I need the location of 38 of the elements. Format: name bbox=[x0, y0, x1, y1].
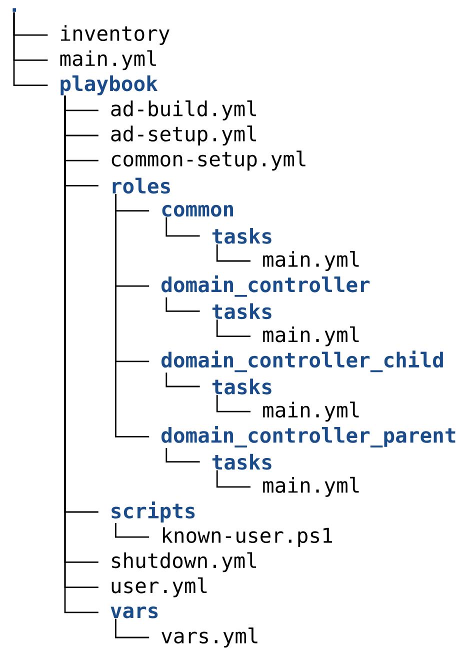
directory-name: tasks bbox=[212, 303, 272, 320]
directory-name: playbook bbox=[60, 75, 158, 96]
file-name: common-setup.yml bbox=[112, 150, 306, 171]
file-name: main.yml bbox=[263, 326, 359, 346]
tree-line bbox=[216, 470, 250, 488]
directory-name: . bbox=[12, 8, 16, 12]
directory-name: common bbox=[162, 204, 234, 217]
tree-line bbox=[115, 194, 150, 438]
directory-name: tasks bbox=[212, 378, 272, 394]
file-name: main.yml bbox=[60, 50, 156, 70]
directory-name: vars bbox=[110, 606, 158, 618]
directory-name: domain_controller_parent bbox=[162, 426, 456, 448]
tree-line bbox=[115, 618, 150, 638]
tree-line bbox=[13, 12, 48, 86]
file-name: shutdown.yml bbox=[112, 552, 256, 572]
directory-name: tasks bbox=[212, 228, 272, 244]
file-name: main.yml bbox=[263, 476, 359, 497]
tree-line bbox=[166, 297, 200, 312]
file-name: ad-build.yml bbox=[111, 100, 256, 120]
file-name: vars.yml bbox=[162, 628, 258, 648]
directory-name: scripts bbox=[112, 502, 195, 522]
directory-name: domain_controller_child bbox=[162, 350, 443, 372]
directory-name: roles bbox=[112, 178, 170, 194]
file-name: inventory bbox=[61, 25, 170, 46]
tree-line bbox=[115, 522, 150, 538]
tree-line bbox=[166, 217, 200, 237]
file-name: ad-setup.yml bbox=[111, 126, 256, 146]
tree-line bbox=[216, 320, 250, 337]
file-name: known-user.ps1 bbox=[162, 527, 332, 548]
directory-name: domain_controller bbox=[162, 275, 370, 297]
tree-line bbox=[216, 244, 250, 262]
tree-line bbox=[166, 448, 200, 462]
file-name: user.yml bbox=[112, 577, 207, 598]
tree-line bbox=[166, 372, 200, 388]
file-name: main.yml bbox=[263, 251, 359, 271]
tree-line bbox=[216, 394, 250, 412]
directory-name: tasks bbox=[212, 454, 272, 470]
file-name: main.yml bbox=[263, 402, 359, 422]
